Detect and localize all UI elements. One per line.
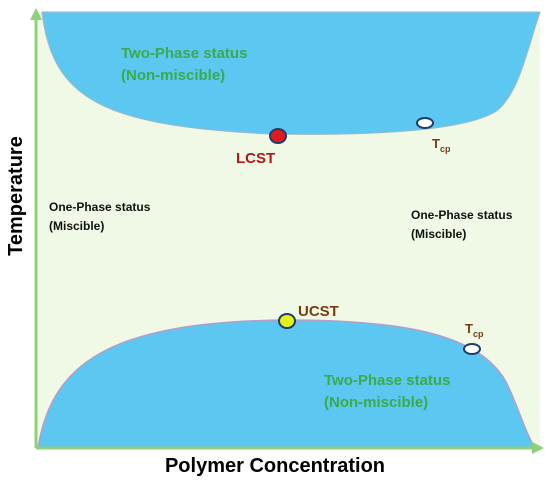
- lower-two-phase-sublabel: (Non-miscible): [324, 394, 428, 411]
- upper-two-phase-label: Two-Phase status: [121, 45, 247, 62]
- left-one-phase-label: One-Phase status: [49, 200, 151, 214]
- tcp-upper-label: Tcp: [432, 136, 451, 154]
- ucst-label: UCST: [298, 303, 339, 320]
- tcp-upper-marker: [416, 117, 434, 129]
- lcst-label: LCST: [236, 150, 275, 167]
- tcp-upper-label-sub: cp: [440, 144, 451, 154]
- lcst-marker: [269, 128, 287, 144]
- x-axis-title: Polymer Concentration: [165, 455, 385, 477]
- ucst-marker: [278, 313, 296, 329]
- left-one-phase-sublabel: (Miscible): [49, 219, 104, 233]
- right-one-phase-label: One-Phase status: [411, 208, 513, 222]
- upper-two-phase-sublabel: (Non-miscible): [121, 67, 225, 84]
- upper-two-phase-region: [41, 11, 541, 135]
- tcp-upper-label-main: T: [432, 136, 440, 151]
- tcp-lower-label-sub: cp: [473, 329, 484, 339]
- lower-two-phase-region: [37, 319, 537, 449]
- y-axis-title: Temperature: [5, 136, 27, 256]
- right-one-phase-sublabel: (Miscible): [411, 227, 466, 241]
- tcp-lower-marker: [463, 343, 481, 355]
- tcp-lower-label: Tcp: [465, 321, 484, 339]
- tcp-lower-label-main: T: [465, 321, 473, 336]
- lower-two-phase-label: Two-Phase status: [324, 372, 450, 389]
